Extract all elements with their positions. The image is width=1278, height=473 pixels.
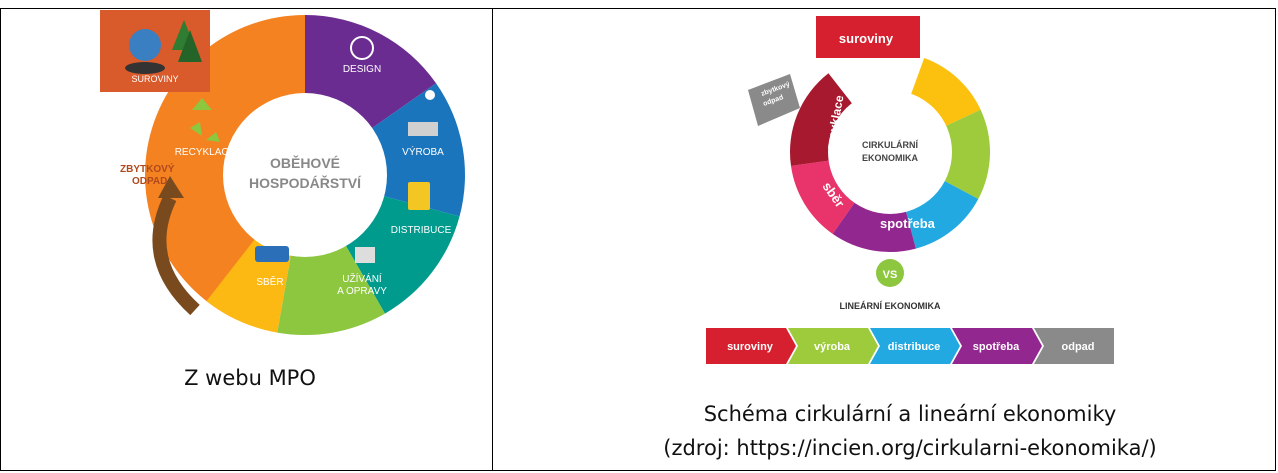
segment-label-distribuce: DISTRIBUCE [391, 225, 452, 236]
segment-vyroba [370, 83, 465, 217]
ring-segments [790, 58, 990, 252]
linear-step-1 [788, 328, 878, 364]
center-title-line1: CIRKULÁRNÍ [862, 140, 918, 150]
right-caption-line1: Schéma cirkulární a lineární ekonomiky [703, 402, 1117, 426]
linear-step-3 [952, 328, 1042, 364]
segment-uzivani [277, 244, 385, 335]
segment-recyklace [790, 73, 854, 166]
segment-label-spotreba: spotřeba [880, 216, 936, 231]
tree-icon [178, 30, 202, 62]
circular-economy-diagram-mpo: SUROVINY OBĚHOVÉ HOSPODÁŘSTVÍ DESIGN VÝR… [100, 10, 465, 335]
segment-distribuce [905, 180, 979, 249]
waste-arrowhead [158, 176, 184, 198]
linear-step-label: spotřeba [973, 341, 1020, 353]
linear-step-label: výroba [814, 341, 851, 353]
truck-icon [255, 246, 289, 262]
segment-label-recyklace: RECYKLACE [175, 147, 236, 158]
globe-icon [129, 29, 161, 61]
waste-arrow [152, 194, 200, 316]
waste-label-line1: ZBYTKOVÝ [120, 162, 175, 175]
center-circle [223, 93, 387, 257]
vs-label: VS [883, 269, 898, 281]
segment-label-sber: SBĚR [256, 275, 283, 288]
segment-label-uzivani-line1: UŽÍVÁNÍ [342, 272, 382, 285]
center-circle [828, 90, 952, 214]
linear-steps: suroviny výroba distribuce spotřeba odpad [706, 328, 1114, 364]
segment-spotreba [832, 201, 916, 252]
waste-label-line2: ODPAD [132, 176, 167, 187]
coal-icon [125, 62, 165, 74]
house-icon [355, 247, 375, 263]
segment-label-vyroba: VÝROBA [402, 145, 444, 158]
factory-icon [408, 122, 438, 136]
segment-sber [790, 160, 856, 234]
gear-icon [425, 90, 435, 100]
center-title-line2: EKONOMIKA [862, 153, 919, 163]
table-frame [0, 8, 1276, 471]
segment-label-suroviny: suroviny [839, 31, 894, 46]
head-icon [350, 36, 374, 60]
linear-economy-bar: suroviny výroba distribuce spotřeba odpad [706, 328, 1114, 364]
segment-label-vyroba: výroba [989, 103, 1015, 149]
column-divider [492, 8, 493, 471]
segment-label-design: DESIGN [343, 64, 381, 75]
recycle-icon [190, 98, 220, 142]
center-title-line2: HOSPODÁŘSTVÍ [249, 174, 362, 191]
segment-label-suroviny: SUROVINY [131, 74, 178, 84]
vs-badge [876, 259, 904, 287]
linear-step-4 [1034, 328, 1114, 364]
right-caption-line2: (zdroj: https://incien.org/cirkularni-ek… [663, 436, 1157, 460]
shopping-bag-icon [408, 182, 430, 210]
circular-economy-diagram-incien: suroviny CIRKULÁRNÍ EKONOMIKA design výr… [748, 16, 1015, 311]
segment-suroviny [816, 16, 920, 58]
linear-step-2 [870, 328, 960, 364]
segment-design [910, 58, 981, 127]
center-title-line1: OBĚHOVÉ [270, 154, 340, 171]
segment-vyroba [942, 109, 990, 199]
left-caption: Z webu MPO [184, 366, 316, 390]
linear-step-label: distribuce [888, 341, 941, 353]
linear-step-0 [706, 328, 796, 364]
segment-label-uzivani-line2: A OPRAVY [337, 286, 387, 297]
segment-distribuce [345, 195, 460, 314]
linear-step-label: odpad [1062, 341, 1095, 353]
waste-tag [748, 74, 800, 126]
linear-title: LINEÁRNÍ EKONOMIKA [840, 301, 942, 311]
linear-step-label: suroviny [727, 341, 774, 353]
